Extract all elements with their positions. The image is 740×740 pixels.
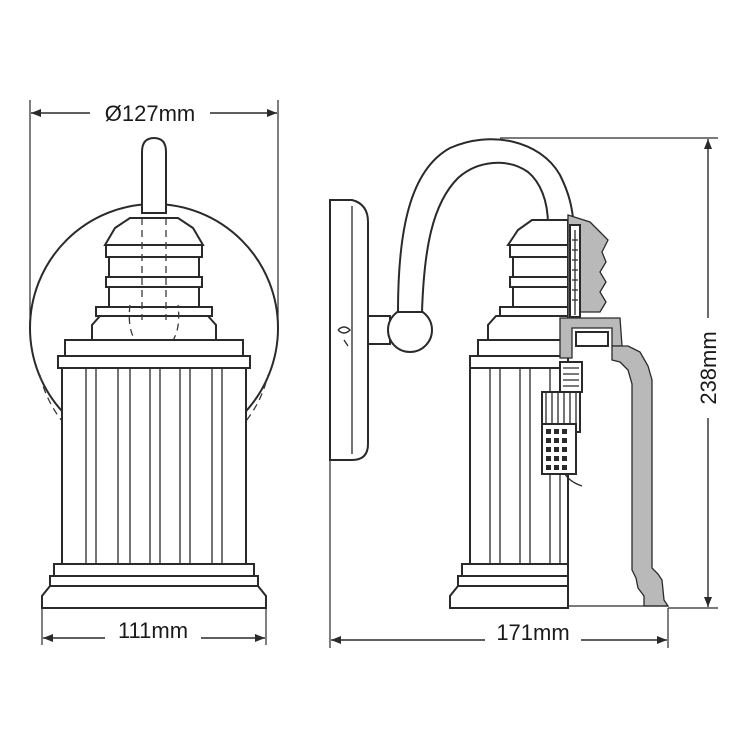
side-base-foot (449, 585, 569, 609)
height-label: 238mm (696, 331, 721, 404)
top-rim (64, 339, 244, 357)
glass-section (611, 345, 670, 607)
side-cap (506, 219, 569, 246)
base-ring-2 (49, 575, 259, 587)
cap-ring-4 (108, 286, 200, 308)
holder-bracket (559, 317, 623, 359)
side-top-rim (477, 339, 569, 357)
base-ring-1 (53, 563, 255, 577)
depth-label: 171mm (496, 620, 569, 645)
width-label: 111mm (118, 618, 188, 643)
finial (141, 136, 167, 214)
cap-ring-2 (108, 256, 200, 278)
bulb-assembly (541, 361, 583, 487)
cap-ring-1 (105, 244, 203, 258)
glass-ribs (85, 368, 223, 564)
front-view: Ø127mm 111mm (29, 100, 279, 648)
base-foot (41, 585, 267, 609)
top-cap (103, 217, 205, 246)
diameter-label: Ø127mm (105, 101, 195, 126)
wall-plate (329, 199, 369, 461)
arm-knuckle (387, 307, 433, 353)
plate-screw (337, 326, 351, 347)
neck (91, 315, 217, 341)
glass-body (61, 367, 247, 565)
side-base-ring-1 (461, 563, 569, 577)
side-base-ring-2 (457, 575, 569, 587)
top-rim-lip (57, 355, 251, 369)
side-view: 171mm 238mm (329, 137, 721, 650)
arm-connector (367, 315, 391, 345)
cap-ring-3 (105, 276, 203, 288)
neck-band (95, 306, 213, 317)
